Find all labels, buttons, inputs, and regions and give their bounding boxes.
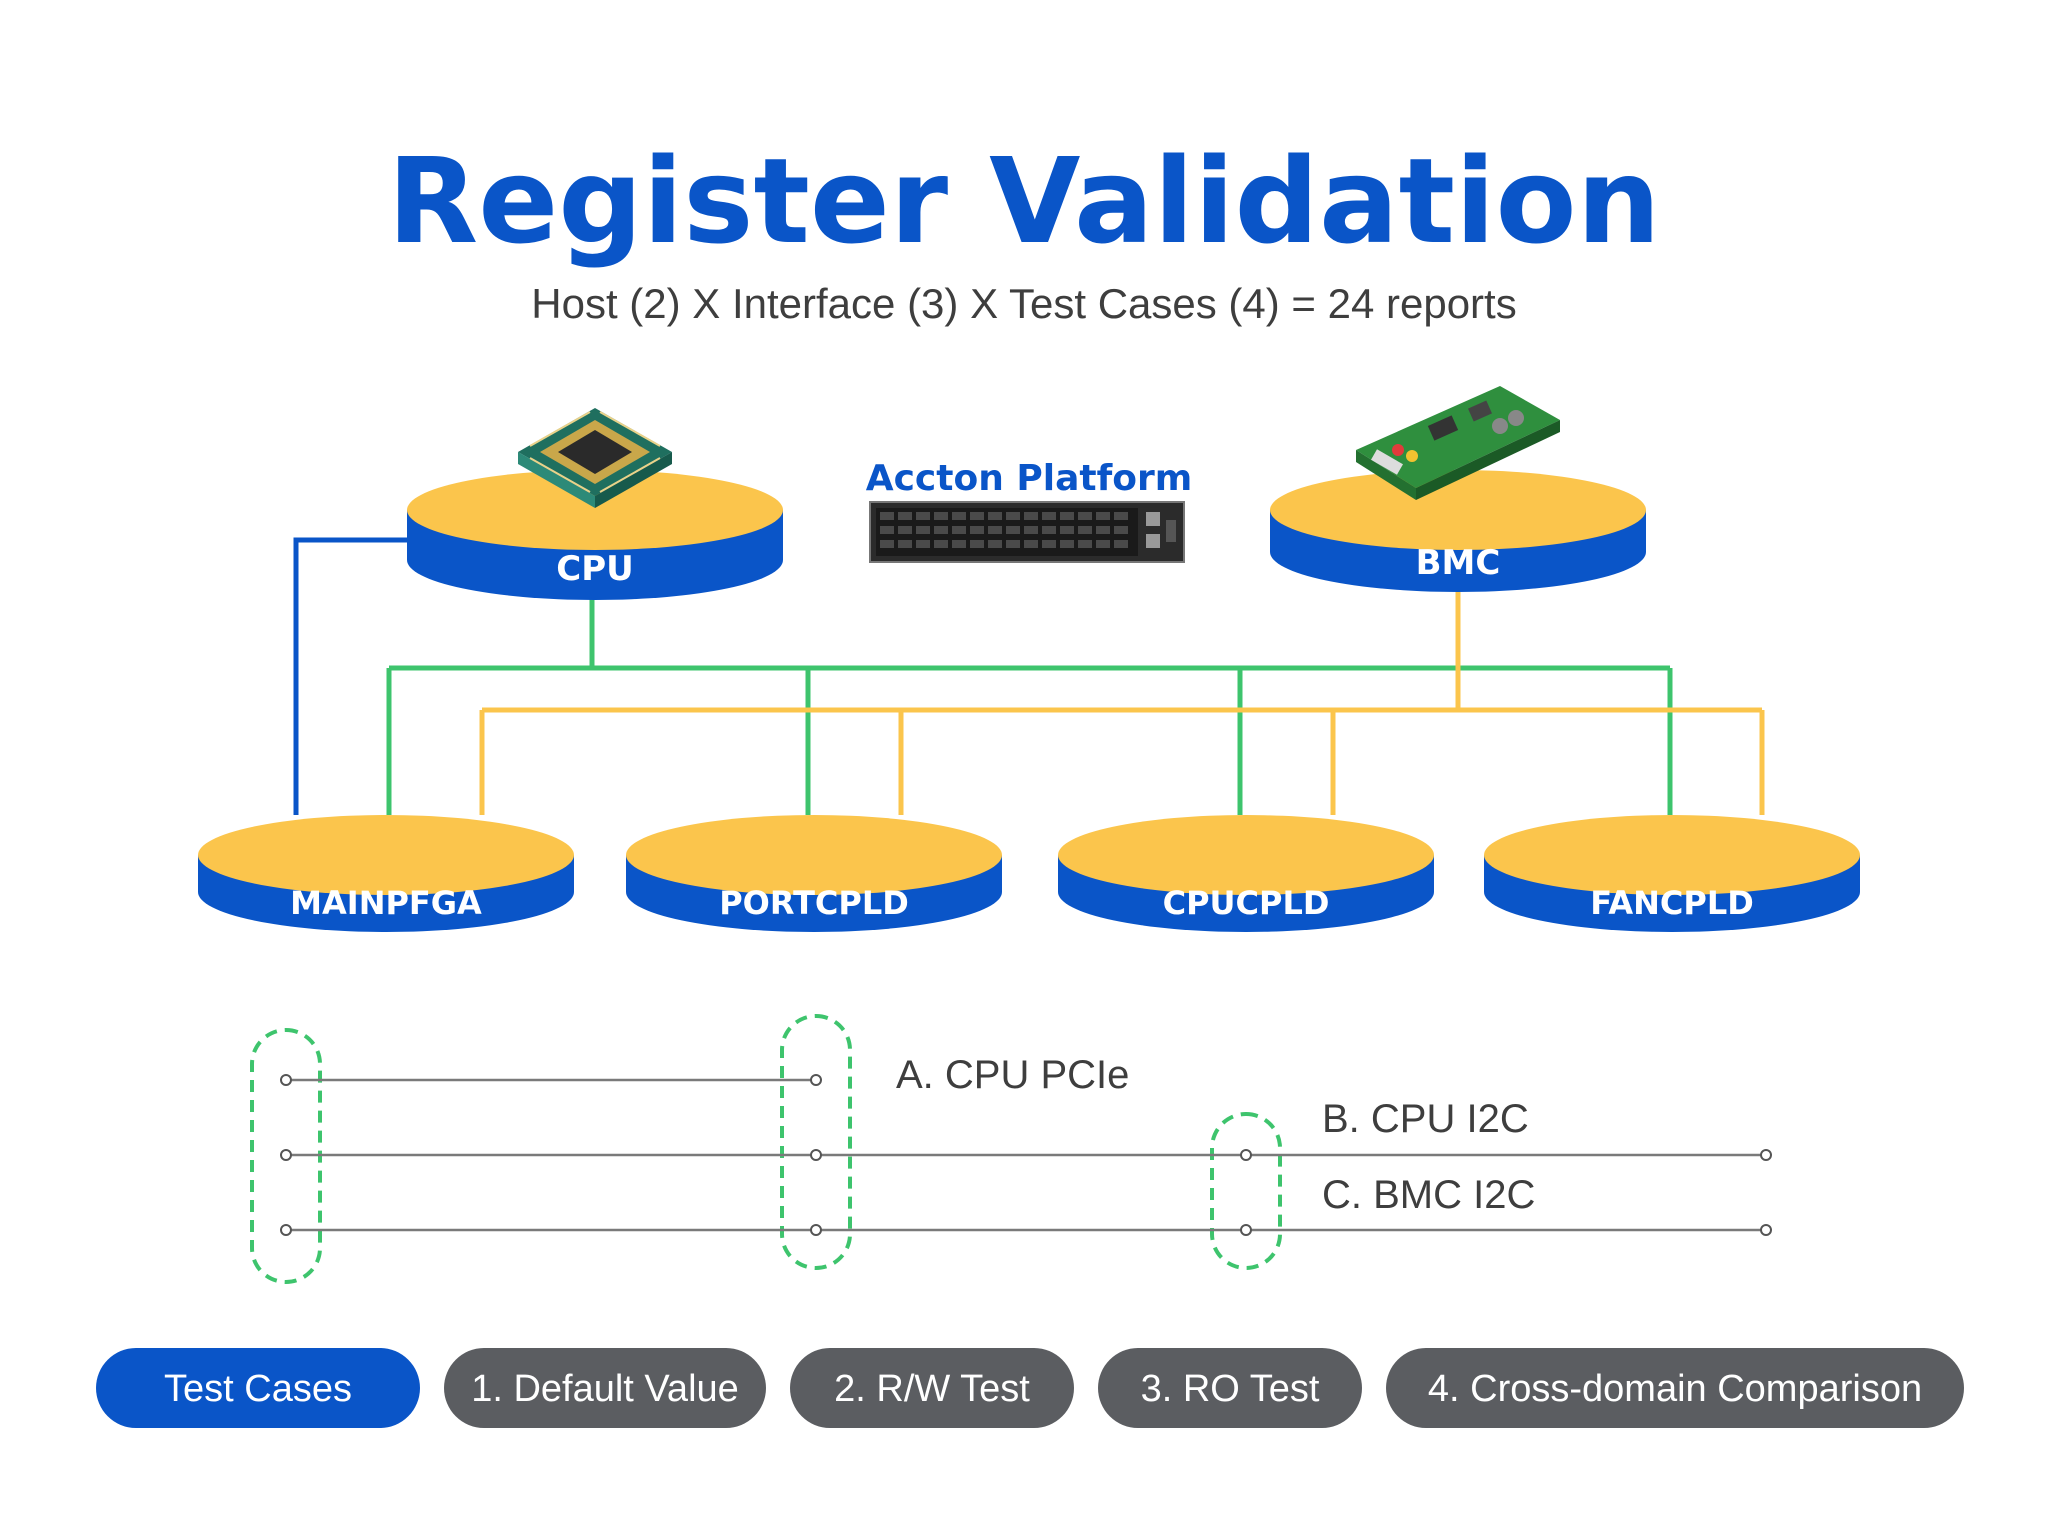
page-subtitle: Host (2) X Interface (3) X Test Cases (4… xyxy=(531,280,1516,327)
network-switch-icon xyxy=(869,501,1185,563)
device-mainpfga-node: MAINPFGA xyxy=(198,815,574,932)
test-cases-header-label: Test Cases xyxy=(164,1368,352,1410)
test-case-pill-rw-test: 2. R/W Test xyxy=(790,1348,1074,1428)
test-case-pill-ro-test: 3. RO Test xyxy=(1098,1348,1362,1428)
cpu-mainpfga-direct-link xyxy=(293,537,407,815)
test-case-ro-test-label: 3. RO Test xyxy=(1141,1368,1320,1410)
circuit-board-icon xyxy=(1356,386,1560,500)
host-bmc-label: BMC xyxy=(1416,543,1501,583)
interface-timeline: A. CPU PCIe B. CPU I2C C. BMC I2C xyxy=(250,1014,1772,1284)
test-case-rw-test-label: 2. R/W Test xyxy=(834,1368,1030,1410)
pcie-group-outline xyxy=(780,1014,852,1270)
test-case-pill-default-value: 1. Default Value xyxy=(444,1348,766,1428)
interface-a-label: A. CPU PCIe xyxy=(896,1053,1129,1097)
test-case-pill-cross-domain: 4. Cross-domain Comparison xyxy=(1386,1348,1964,1428)
test-case-default-value-label: 1. Default Value xyxy=(471,1368,739,1410)
host-bmc-node: BMC xyxy=(1270,470,1646,592)
host-cpu-label: CPU xyxy=(556,549,633,589)
cpu-chip-icon xyxy=(518,408,672,508)
device-fancpld-node: FANCPLD xyxy=(1484,815,1860,932)
connection-lines xyxy=(293,537,1765,815)
test-case-cross-domain-label: 4. Cross-domain Comparison xyxy=(1428,1368,1922,1410)
page-title: Register Validation xyxy=(387,132,1660,270)
device-cpucpld-node: CPUCPLD xyxy=(1058,815,1434,932)
interface-c-label: C. BMC I2C xyxy=(1322,1173,1535,1217)
test-cases-row: Test Cases 1. Default Value 2. R/W Test … xyxy=(96,1348,1964,1428)
device-portcpld-label: PORTCPLD xyxy=(719,884,909,922)
i2c-group-outline xyxy=(1210,1112,1282,1270)
device-mainpfga-label: MAINPFGA xyxy=(290,884,482,922)
device-portcpld-node: PORTCPLD xyxy=(626,815,1002,932)
device-fancpld-label: FANCPLD xyxy=(1590,884,1754,922)
interface-b-label: B. CPU I2C xyxy=(1322,1097,1529,1141)
host-cpu-node: CPU xyxy=(407,470,783,600)
platform-label: Accton Platform xyxy=(866,458,1193,499)
accton-platform: Accton Platform xyxy=(866,458,1193,563)
test-cases-header-pill: Test Cases xyxy=(96,1348,420,1428)
device-cpucpld-label: CPUCPLD xyxy=(1163,884,1330,922)
